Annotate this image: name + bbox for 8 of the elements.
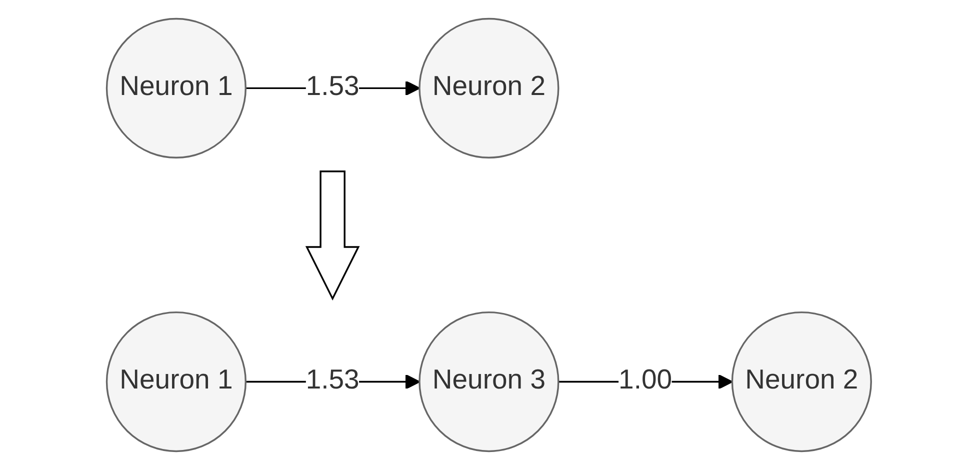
edge-label: 1.53 [306, 366, 360, 396]
node-circle: Neuron 2 [731, 311, 872, 452]
edge-label: 1.00 [618, 366, 672, 396]
node-circle: Neuron 1 [106, 311, 247, 452]
node-circle: Neuron 1 [106, 18, 247, 159]
node-circle: Neuron 2 [418, 18, 560, 159]
node-circle: Neuron 3 [418, 311, 560, 452]
edge-label: 1.53 [306, 72, 360, 102]
